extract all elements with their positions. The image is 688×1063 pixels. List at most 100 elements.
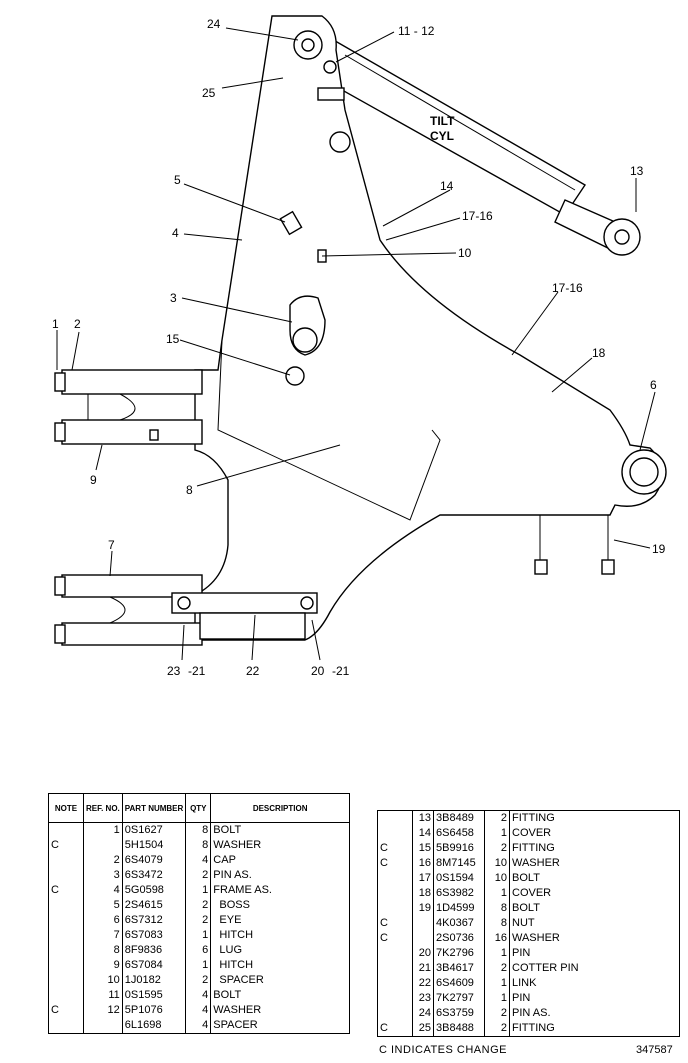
cell-part: 8F9836 [122, 943, 187, 958]
callout-7: 7 [108, 538, 115, 552]
callout-24: 24 [207, 17, 221, 31]
cell-ref: 24 [412, 1006, 434, 1021]
cell-part: 4K0367 [433, 916, 485, 931]
cell-qty: 8 [484, 901, 510, 916]
header-qty: QTY [185, 793, 212, 823]
cell-ref: 15 [412, 841, 434, 856]
callout-21-a: -21 [188, 664, 206, 678]
cell-note [377, 991, 413, 1006]
tilt-cylinder: TILT CYL [309, 37, 641, 256]
cell-desc: WASHER [213, 1004, 262, 1016]
cell-part: 5P1076 [122, 1003, 187, 1018]
callout-14: 14 [440, 179, 454, 193]
cell-qty: 1 [484, 976, 510, 991]
cell-part: 7K2797 [433, 991, 485, 1006]
cell-note [48, 958, 84, 973]
cell-part: 3B8488 [433, 1021, 485, 1037]
cell-part: 6S7083 [122, 928, 187, 943]
cell-desc: COVER [512, 827, 552, 839]
cell-desc: WASHER [512, 932, 560, 944]
callout-18: 18 [592, 346, 606, 360]
cell-qty: 1 [185, 958, 212, 973]
cell-note: C [377, 931, 413, 946]
cell-note [377, 826, 413, 841]
cell-qty: 2 [484, 1006, 510, 1021]
drawing-number: 347587 [636, 1044, 673, 1056]
leader-lines [56, 27, 656, 661]
cell-qty: 1 [484, 886, 510, 901]
cell-desc: BOLT [512, 872, 540, 884]
cell-note: C [377, 1021, 413, 1037]
lower-hitch [54, 574, 203, 646]
cell-ref: 21 [412, 961, 434, 976]
cell-part: 6S4609 [433, 976, 485, 991]
cell-qty: 8 [484, 916, 510, 931]
cell-ref: 23 [412, 991, 434, 1006]
cell-desc: BOLT [512, 902, 540, 914]
cell-part: 2S0736 [433, 931, 485, 946]
callout-19: 19 [652, 542, 666, 556]
cell-qty: 10 [484, 856, 510, 871]
cell-qty: 1 [185, 883, 212, 898]
cell-qty: 4 [185, 1003, 212, 1018]
cell-note [377, 871, 413, 886]
cell-note [377, 886, 413, 901]
cell-note [48, 1018, 84, 1034]
cell-desc: NUT [512, 917, 535, 929]
cell-ref [83, 838, 123, 853]
cell-part: 6S3472 [122, 868, 187, 883]
cell-part: 6S7312 [122, 913, 187, 928]
cell-desc: PIN AS. [512, 1007, 551, 1019]
cell-part: 6S3982 [433, 886, 485, 901]
cell-desc: LUG [213, 944, 243, 956]
cell-part: 5H1504 [122, 838, 187, 853]
callout-20: 20 [311, 664, 325, 678]
callout-6: 6 [650, 378, 657, 392]
cell-part: 7K2796 [433, 946, 485, 961]
cell-note [377, 976, 413, 991]
header-note: NOTE [48, 793, 84, 823]
callout-labels: 24 11 - 12 25 5 4 3 15 1 2 9 8 7 23 -21 … [52, 17, 666, 678]
cell-ref: 9 [83, 958, 123, 973]
cell-qty: 4 [185, 1018, 212, 1034]
cell-desc: FITTING [512, 812, 555, 824]
cell-qty: 2 [185, 973, 212, 988]
cell-desc: SPACER [213, 1019, 258, 1031]
cell-note [48, 853, 84, 868]
change-legend: C INDICATES CHANGE [379, 1044, 507, 1056]
cell-note [377, 901, 413, 916]
cell-qty: 16 [484, 931, 510, 946]
cell-ref: 18 [412, 886, 434, 901]
cell-desc: CAP [213, 854, 236, 866]
cell-note [48, 898, 84, 913]
cell-qty: 2 [484, 810, 510, 826]
cell-ref: 2 [83, 853, 123, 868]
upper-hitch [54, 369, 203, 445]
cell-part: 6S7084 [122, 958, 187, 973]
cell-desc: HITCH [213, 959, 254, 971]
table-header-row: NOTE REF. NO. PART NUMBER QTY DESCRIPTIO… [48, 793, 350, 823]
cell-note [48, 943, 84, 958]
callout-15: 15 [166, 332, 180, 346]
cell-note: C [377, 841, 413, 856]
cell-part: 5B9916 [433, 841, 485, 856]
cell-part: 6S4079 [122, 853, 187, 868]
cell-desc: SPACER [213, 974, 264, 986]
callout-17-16-a: 17-16 [462, 209, 493, 223]
